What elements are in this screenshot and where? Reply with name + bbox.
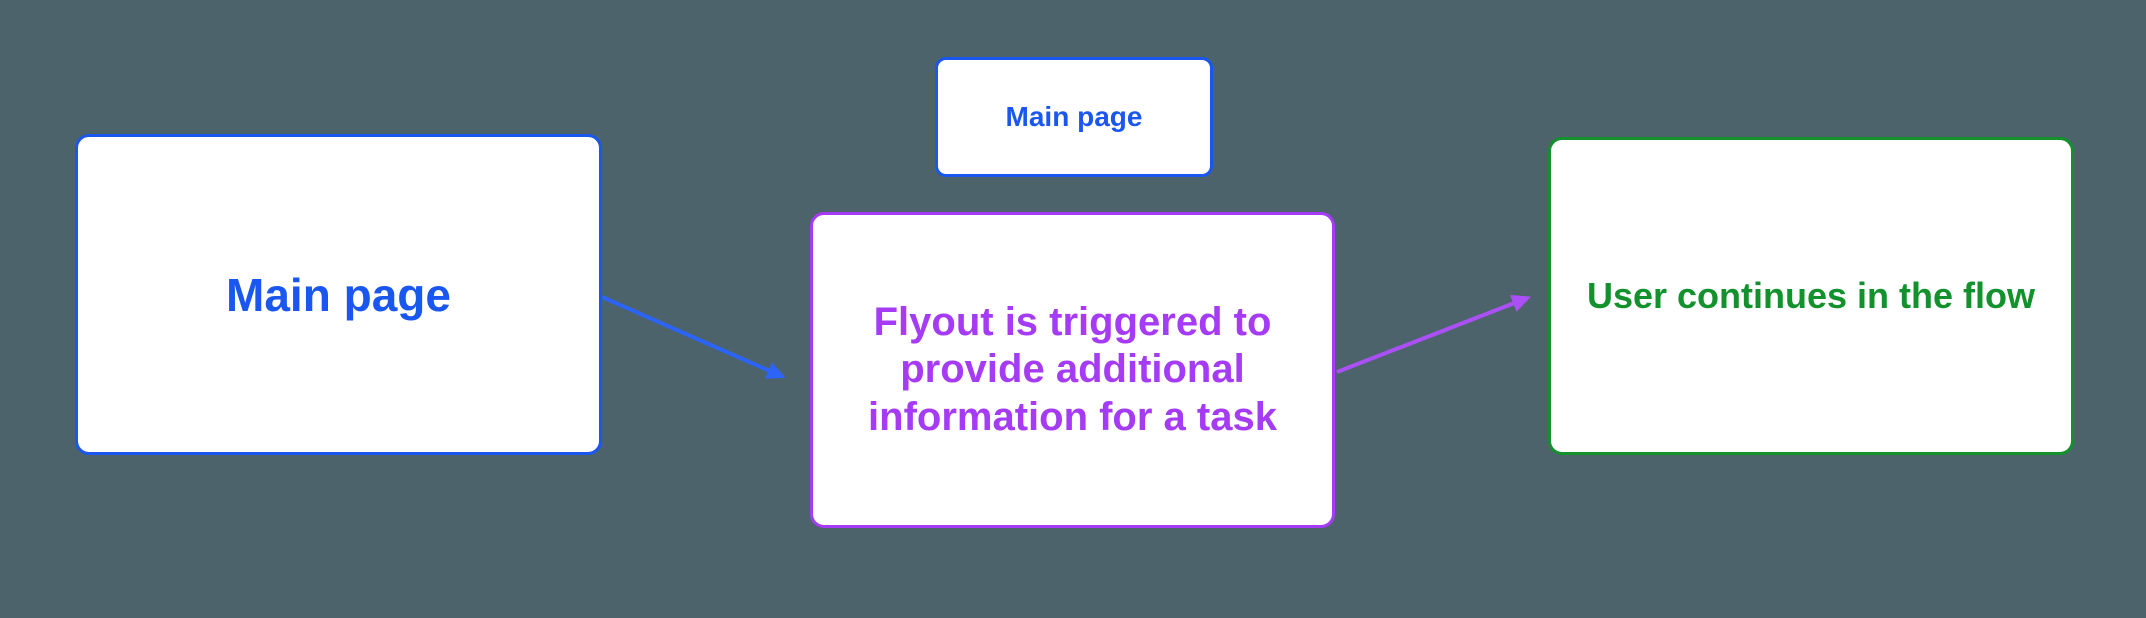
node-main-page-label: Main page: [226, 268, 451, 321]
node-main-page-small[interactable]: Main page: [935, 57, 1213, 177]
node-flyout-label: Flyout is triggered to provide additiona…: [868, 300, 1277, 439]
edge-main-page-to-flyout[interactable]: [601, 295, 786, 379]
node-main-page[interactable]: Main page: [75, 134, 602, 455]
node-user-continues-label: User continues in the flow: [1586, 275, 2036, 316]
edge-flyout-to-user-continues[interactable]: [1336, 295, 1531, 374]
node-flyout[interactable]: Flyout is triggered to provide additiona…: [810, 212, 1335, 528]
node-user-continues[interactable]: User continues in the flow: [1548, 137, 2074, 455]
node-main-page-small-label: Main page: [1005, 101, 1143, 132]
